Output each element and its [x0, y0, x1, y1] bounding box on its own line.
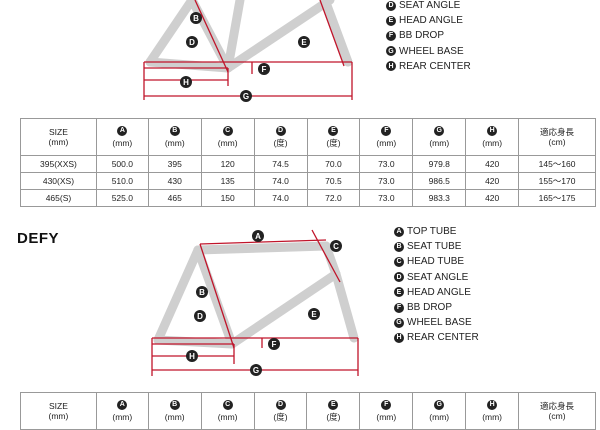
- header-size: SIZE(mm): [20, 392, 97, 430]
- top-frame-diagram: B D E F H G: [143, 0, 353, 102]
- header-b: B(mm): [147, 118, 202, 156]
- letter-badge-icon: D: [386, 0, 396, 11]
- label-h: H: [183, 78, 189, 87]
- header-height: 適応身長(cm): [518, 392, 596, 430]
- letter-badge-icon: B: [169, 126, 180, 136]
- letter-badge-icon: H: [394, 333, 404, 344]
- header-g: G(mm): [412, 392, 467, 430]
- header-h: H(mm): [465, 118, 520, 156]
- header-g: G(mm): [412, 118, 467, 156]
- label-c: C: [333, 242, 339, 251]
- label-f: F: [272, 340, 277, 349]
- label-g: G: [253, 366, 259, 375]
- header-size: SIZE(mm): [20, 118, 97, 156]
- header-c: C(mm): [200, 118, 255, 156]
- letter-badge-icon: G: [386, 46, 396, 57]
- table-header-row: SIZE(mm) A(mm) B(mm) C(mm) D(度) E(度) F(m…: [20, 392, 596, 430]
- letter-badge-icon: G: [394, 317, 404, 328]
- letter-badge-icon: A: [117, 126, 128, 136]
- header-d: D(度): [253, 118, 308, 156]
- header-d: D(度): [253, 392, 308, 430]
- header-e: E(度): [306, 392, 361, 430]
- header-f: F(mm): [359, 392, 414, 430]
- label-d: D: [197, 312, 203, 321]
- geometry-table-top: SIZE(mm) A(mm) B(mm) C(mm) D(度) E(度) F(m…: [20, 118, 596, 207]
- table-header-row: SIZE(mm) A(mm) B(mm) C(mm) D(度) E(度) F(m…: [20, 118, 596, 156]
- letter-badge-icon: E: [386, 15, 396, 26]
- label-e: E: [311, 310, 317, 319]
- letter-badge-icon: F: [394, 302, 404, 313]
- letter-badge-icon: D: [394, 272, 404, 283]
- letter-badge-icon: H: [487, 400, 498, 410]
- letter-badge-icon: H: [386, 61, 396, 72]
- label-h: H: [189, 352, 195, 361]
- header-h: H(mm): [465, 392, 520, 430]
- label-g: G: [243, 92, 249, 101]
- letter-badge-icon: F: [386, 31, 396, 41]
- letter-badge-icon: C: [222, 400, 233, 410]
- label-b: B: [199, 288, 205, 297]
- label-d: D: [189, 38, 195, 47]
- letter-badge-icon: G: [434, 400, 445, 410]
- defy-frame-diagram: A C B D E F H G: [151, 229, 359, 376]
- letter-badge-icon: F: [381, 400, 392, 410]
- letter-badge-icon: D: [275, 400, 286, 410]
- letter-badge-icon: A: [117, 400, 128, 410]
- letter-badge-icon: A: [394, 226, 404, 237]
- header-a: A(mm): [95, 392, 149, 430]
- label-e: E: [301, 38, 307, 47]
- letter-badge-icon: E: [328, 126, 339, 136]
- letter-badge-icon: C: [394, 257, 404, 267]
- header-b: B(mm): [147, 392, 202, 430]
- letter-badge-icon: C: [222, 126, 233, 136]
- header-f: F(mm): [359, 118, 414, 156]
- section-title: DEFY: [17, 230, 60, 247]
- geometry-table-defy: SIZE(mm) A(mm) B(mm) C(mm) D(度) E(度) F(m…: [20, 392, 596, 430]
- header-height: 適応身長(cm): [518, 118, 596, 156]
- header-e: E(度): [306, 118, 361, 156]
- letter-badge-icon: G: [434, 126, 445, 136]
- label-b: B: [193, 14, 199, 23]
- letter-badge-icon: F: [381, 126, 392, 136]
- header-c: C(mm): [200, 392, 255, 430]
- letter-badge-icon: E: [328, 400, 339, 410]
- label-f: F: [262, 65, 267, 74]
- letter-badge-icon: E: [394, 287, 404, 298]
- letter-badge-icon: D: [275, 126, 286, 136]
- letter-badge-icon: B: [169, 400, 180, 410]
- letter-badge-icon: H: [487, 126, 498, 136]
- letter-badge-icon: B: [394, 241, 404, 252]
- header-a: A(mm): [95, 118, 149, 156]
- label-a: A: [255, 232, 261, 241]
